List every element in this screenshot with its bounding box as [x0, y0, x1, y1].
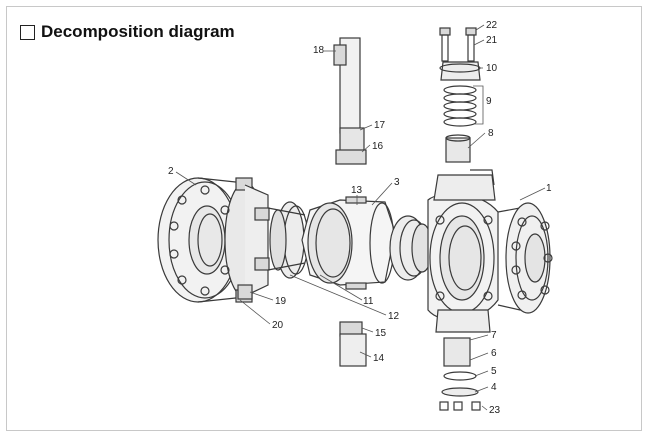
page-title: Decomposition diagram [41, 22, 235, 41]
callout-3: 3 [394, 177, 400, 188]
callout-15: 15 [375, 328, 387, 339]
callout-20: 20 [272, 320, 284, 331]
left-seat-rings [267, 201, 309, 279]
callout-11: 11 [363, 296, 374, 307]
callout-23: 23 [489, 405, 501, 416]
ball [301, 196, 396, 290]
callout-1: 1 [546, 183, 552, 194]
callout-21: 21 [486, 35, 498, 46]
left-flange [157, 177, 270, 303]
bottom-stem [339, 321, 367, 367]
bottom-assembly [439, 337, 481, 411]
callout-13: 13 [351, 185, 363, 196]
valve-body [427, 169, 553, 333]
callout-8: 8 [488, 128, 494, 139]
stem [333, 37, 367, 165]
callout-22: 22 [486, 20, 498, 31]
stem-top-assembly [439, 27, 481, 163]
callout-2: 2 [168, 166, 174, 177]
callout-17: 17 [374, 120, 386, 131]
callout-19: 19 [275, 296, 287, 307]
callout-12: 12 [388, 311, 400, 322]
callout-6: 6 [491, 348, 497, 359]
callout-14: 14 [373, 353, 385, 364]
callout-7: 7 [491, 330, 497, 341]
callout-5: 5 [491, 366, 497, 377]
right-seat-rings [389, 215, 433, 281]
checkbox-icon [20, 24, 35, 40]
callout-9: 9 [486, 96, 492, 107]
diagram-header: Decomposition diagram [20, 22, 235, 42]
callout-10: 10 [486, 63, 498, 74]
callout-4: 4 [491, 382, 497, 393]
callout-18: 18 [313, 45, 325, 56]
callout-16: 16 [372, 141, 384, 152]
